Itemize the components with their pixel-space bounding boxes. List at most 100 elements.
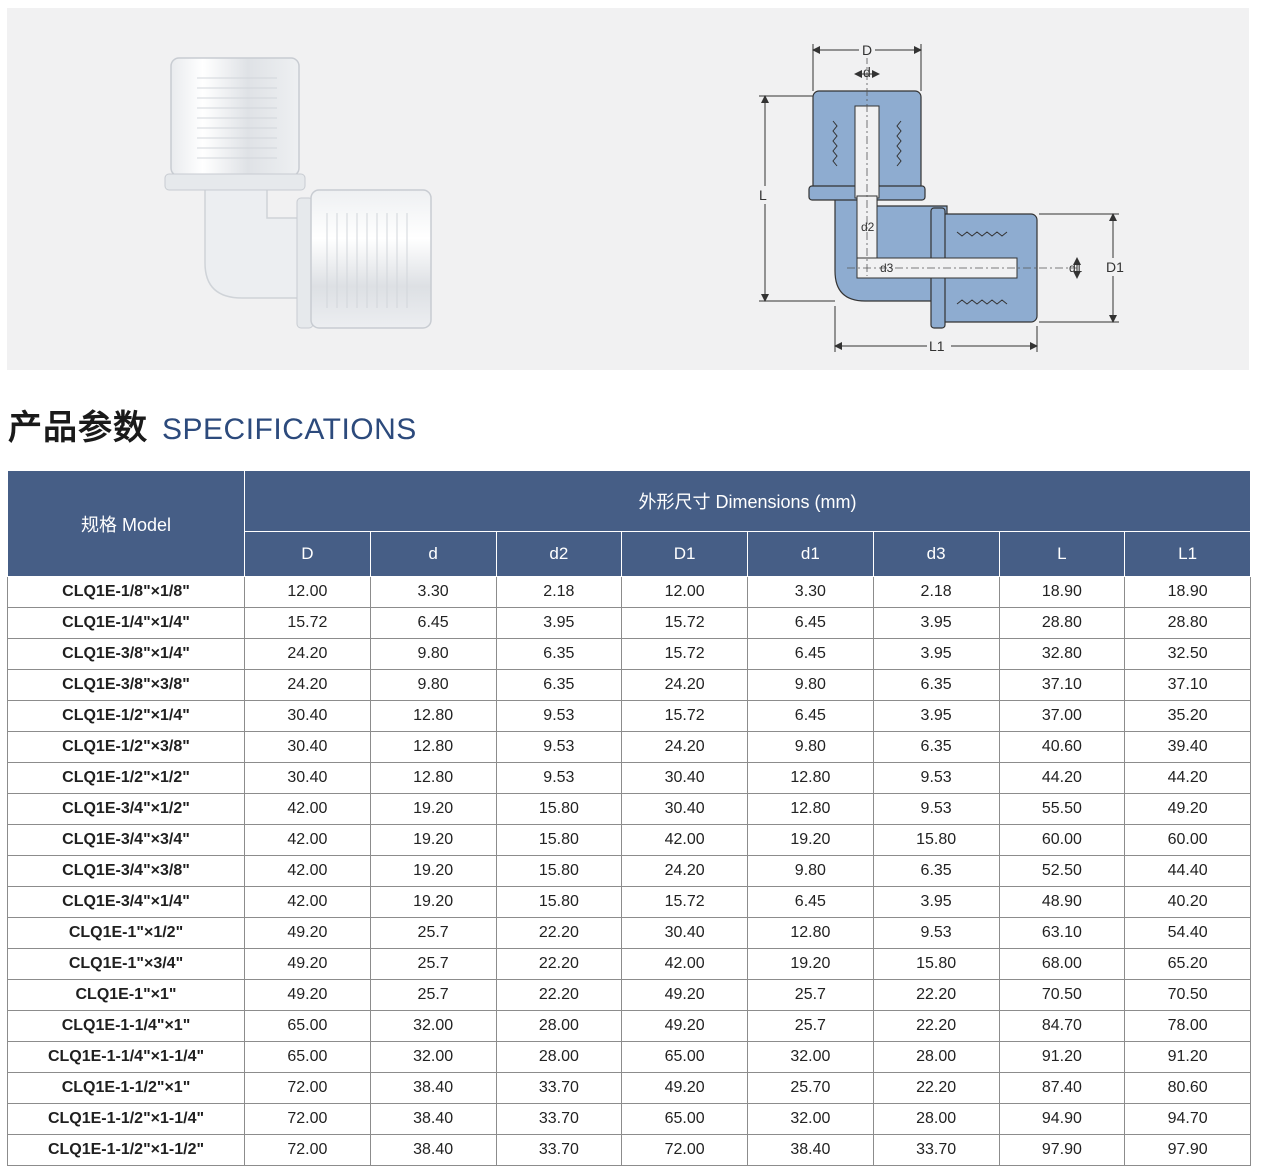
dimension-cell-d: 25.7	[369, 979, 497, 1011]
dimension-cell-d: 30.40	[244, 700, 371, 732]
column-header-d: d	[369, 531, 497, 577]
dimension-cell-d: 65.00	[244, 1010, 371, 1042]
model-cell: CLQ1E-1/4"×1/4"	[7, 607, 245, 639]
dimension-cell-d1: 49.20	[621, 1072, 748, 1104]
dimension-cell-d1: 65.00	[621, 1103, 748, 1135]
dimension-cell-d1: 24.20	[621, 855, 748, 887]
dimension-cell-l: 37.10	[998, 669, 1126, 701]
dimension-cell-d: 72.00	[244, 1103, 371, 1135]
dimension-cell-d2: 6.35	[495, 638, 623, 670]
model-cell: CLQ1E-3/4"×1/4"	[7, 886, 245, 918]
dimension-cell-l1: 35.20	[1124, 700, 1251, 732]
heading-chinese: 产品参数	[8, 409, 148, 447]
dimension-cell-d2: 15.80	[495, 793, 623, 825]
dimension-cell-d1: 19.20	[747, 948, 874, 980]
dimension-cell-l1: 97.90	[1124, 1134, 1251, 1166]
dimension-cell-d1: 12.80	[747, 917, 874, 949]
dimension-cell-d: 25.7	[369, 917, 497, 949]
dimension-cell-d1: 72.00	[621, 1134, 748, 1166]
dimension-cell-d: 3.30	[369, 576, 497, 608]
dimension-cell-l: 91.20	[998, 1041, 1126, 1073]
column-header-d: D	[244, 531, 371, 577]
model-header: 规格 Model	[7, 470, 245, 577]
dimension-cell-d: 25.7	[369, 948, 497, 980]
model-cell: CLQ1E-1"×1"	[7, 979, 245, 1011]
dimension-cell-d2: 3.95	[495, 607, 623, 639]
label-d3: d3	[880, 261, 894, 275]
dimension-cell-d1: 9.80	[747, 731, 874, 763]
dimension-cell-l: 18.90	[998, 576, 1126, 608]
dimension-cell-d: 19.20	[369, 855, 497, 887]
dimension-cell-l1: 44.20	[1124, 762, 1251, 794]
dimension-cell-d2: 9.53	[495, 700, 623, 732]
dimension-cell-d1: 9.80	[747, 855, 874, 887]
model-cell: CLQ1E-3/8"×3/8"	[7, 669, 245, 701]
dimension-cell-d: 65.00	[244, 1041, 371, 1073]
dimension-cell-l: 97.90	[998, 1134, 1126, 1166]
dimension-cell-d: 49.20	[244, 979, 371, 1011]
dimension-cell-l1: 49.20	[1124, 793, 1251, 825]
dimension-cell-d1: 49.20	[621, 1010, 748, 1042]
dimension-cell-d2: 22.20	[495, 979, 623, 1011]
dimension-cell-d: 38.40	[369, 1072, 497, 1104]
label-D: D	[862, 42, 872, 58]
model-cell: CLQ1E-1-1/2"×1-1/2"	[7, 1134, 245, 1166]
dimension-cell-d: 9.80	[369, 638, 497, 670]
dimension-cell-d: 30.40	[244, 731, 371, 763]
dimension-cell-d3: 6.35	[872, 855, 1000, 887]
dimension-cell-d2: 6.35	[495, 669, 623, 701]
dimension-cell-l1: 32.50	[1124, 638, 1251, 670]
dimension-cell-d: 19.20	[369, 886, 497, 918]
dimension-cell-l1: 44.40	[1124, 855, 1251, 887]
label-D1: D1	[1106, 259, 1124, 275]
model-cell: CLQ1E-1-1/2"×1-1/4"	[7, 1103, 245, 1135]
dimension-cell-d: 32.00	[369, 1010, 497, 1042]
dimension-cell-d: 12.80	[369, 762, 497, 794]
dimension-cell-d: 42.00	[244, 824, 371, 856]
dimension-cell-d1: 42.00	[621, 824, 748, 856]
dimension-cell-d3: 3.95	[872, 886, 1000, 918]
model-cell: CLQ1E-3/4"×3/4"	[7, 824, 245, 856]
dimension-cell-l1: 40.20	[1124, 886, 1251, 918]
dimension-cell-d2: 22.20	[495, 917, 623, 949]
dimension-cell-d1: 32.00	[747, 1041, 874, 1073]
dimension-cell-d1: 3.30	[747, 576, 874, 608]
dimension-cell-d: 15.72	[244, 607, 371, 639]
dimension-cell-l1: 78.00	[1124, 1010, 1251, 1042]
label-d1: d1	[1069, 261, 1083, 275]
dimension-cell-l: 60.00	[998, 824, 1126, 856]
dimension-cell-d1: 25.70	[747, 1072, 874, 1104]
dimension-cell-d: 24.20	[244, 669, 371, 701]
dimension-cell-d: 49.20	[244, 917, 371, 949]
dimension-cell-d3: 28.00	[872, 1041, 1000, 1073]
dimensions-header: 外形尺寸 Dimensions (mm)	[244, 470, 1251, 532]
dimension-cell-l1: 37.10	[1124, 669, 1251, 701]
dimension-cell-d: 24.20	[244, 638, 371, 670]
column-header-d1: d1	[747, 531, 874, 577]
dimension-cell-d: 42.00	[244, 793, 371, 825]
dimension-cell-d1: 12.80	[747, 762, 874, 794]
label-L: L	[759, 187, 767, 203]
label-d2: d2	[861, 220, 875, 234]
model-cell: CLQ1E-1/8"×1/8"	[7, 576, 245, 608]
dimension-cell-l1: 91.20	[1124, 1041, 1251, 1073]
model-cell: CLQ1E-1/2"×1/2"	[7, 762, 245, 794]
dimension-cell-d1: 6.45	[747, 886, 874, 918]
dimension-cell-d1: 49.20	[621, 979, 748, 1011]
dimension-cell-l: 37.00	[998, 700, 1126, 732]
dimension-cell-l: 32.80	[998, 638, 1126, 670]
dimension-cell-l1: 65.20	[1124, 948, 1251, 980]
dimension-cell-l: 52.50	[998, 855, 1126, 887]
section-heading: 产品参数 SPECIFICATIONS	[8, 400, 417, 456]
dimension-cell-d1: 25.7	[747, 979, 874, 1011]
dimension-cell-l: 70.50	[998, 979, 1126, 1011]
